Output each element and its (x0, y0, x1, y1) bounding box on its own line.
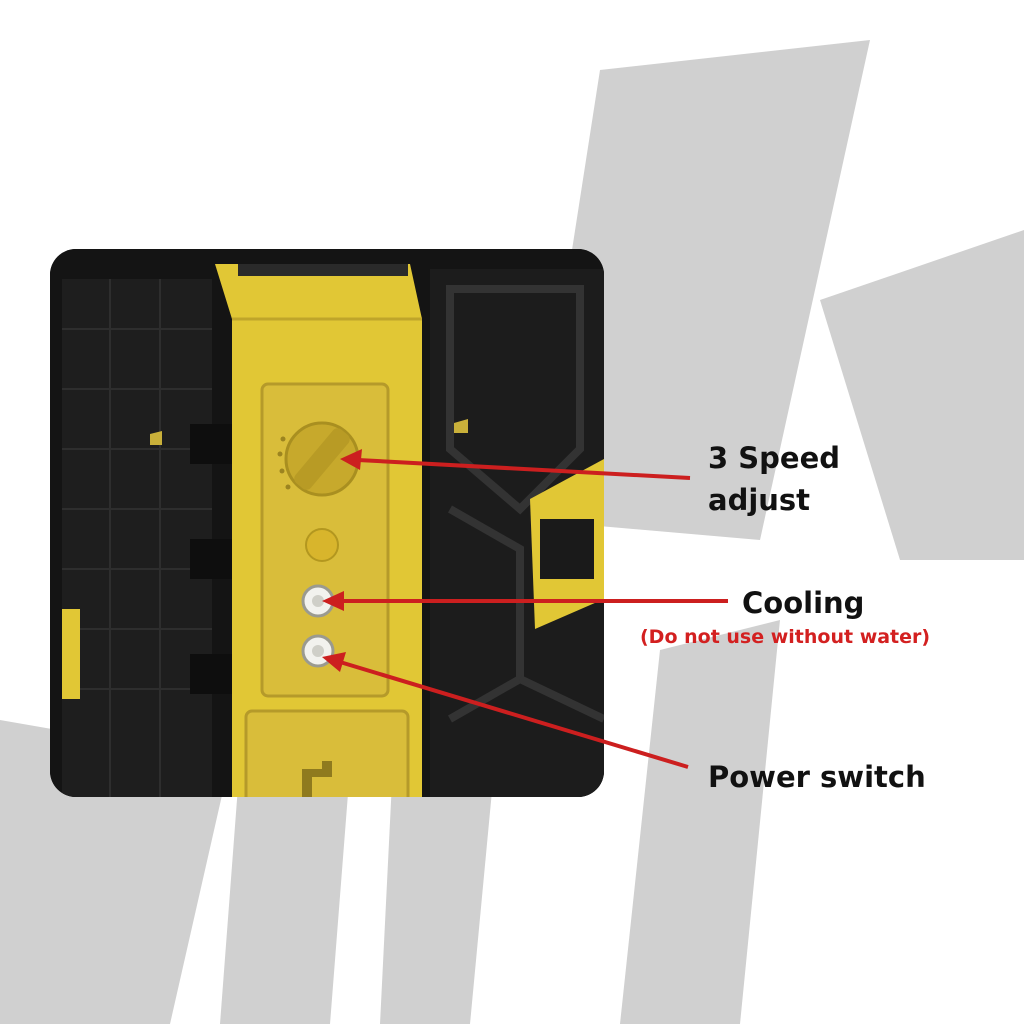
speed-adjust-label: 3 Speed adjust (708, 441, 841, 517)
arrow-speed (357, 458, 691, 480)
right-mesh-panel (430, 269, 604, 797)
cooling-warning-label: (Do not use without water) (640, 626, 931, 648)
cooling-label: Cooling (742, 586, 865, 620)
arrow-power (339, 660, 689, 769)
power-switch-label: Power switch (708, 760, 926, 794)
product-photo-frame (50, 249, 604, 797)
water-tank-cover (244, 709, 410, 797)
left-mesh-panel (62, 279, 234, 797)
water-tap-icon (302, 761, 332, 797)
